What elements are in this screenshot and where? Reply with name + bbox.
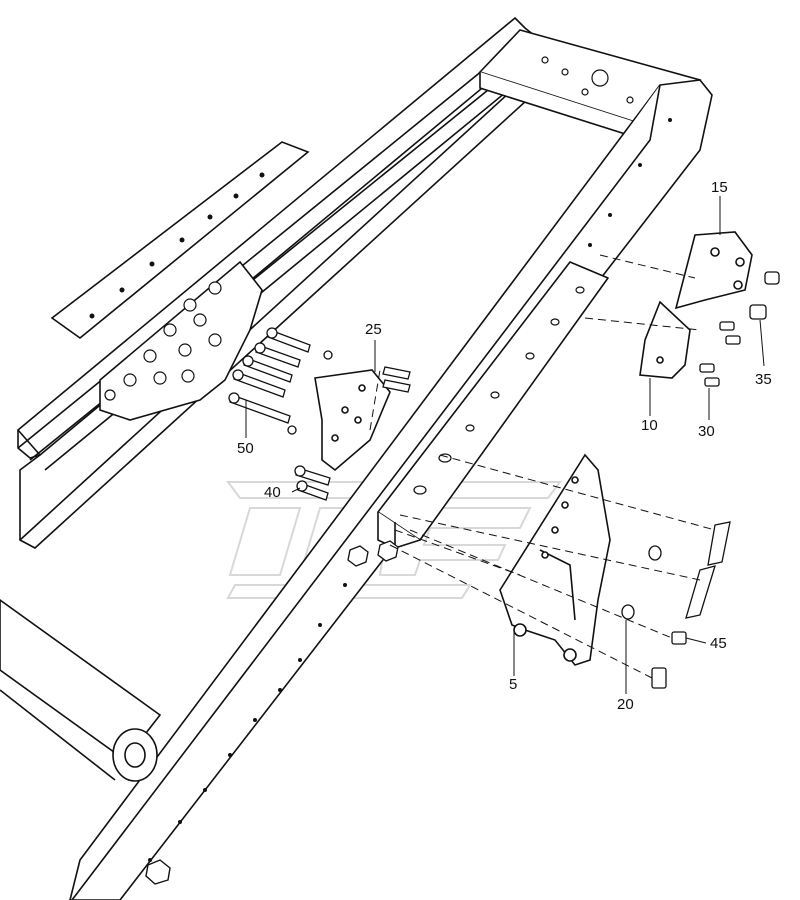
callout-10: 10 bbox=[641, 417, 658, 434]
gusset-strip-holes bbox=[89, 172, 265, 319]
callout-50: 50 bbox=[237, 440, 254, 457]
bolt-group-50 bbox=[228, 327, 333, 435]
bracket-25 bbox=[314, 369, 391, 472]
channel-holes bbox=[413, 286, 585, 495]
assembly-lines bbox=[369, 254, 716, 679]
bracket-15 bbox=[674, 231, 753, 310]
perforated-plate bbox=[99, 260, 263, 421]
cross-member-holes bbox=[541, 56, 634, 104]
bolts-30-35 bbox=[699, 271, 780, 387]
bolts-40 bbox=[294, 465, 331, 501]
callout-35: 35 bbox=[755, 371, 772, 388]
callout-20: 20 bbox=[617, 696, 634, 713]
clip-strips-45 bbox=[651, 521, 731, 689]
leader-lines bbox=[245, 196, 765, 694]
bottom-nut bbox=[145, 859, 171, 885]
bracket-10 bbox=[639, 300, 691, 379]
callout-25: 25 bbox=[365, 321, 382, 338]
reinforcement-channel bbox=[377, 261, 609, 549]
callout-5: 5 bbox=[509, 676, 518, 693]
sleeves-20 bbox=[621, 545, 662, 620]
channel-end-nuts bbox=[347, 540, 399, 567]
callout-40: 40 bbox=[264, 484, 281, 501]
callout-15: 15 bbox=[711, 179, 728, 196]
callout-45: 45 bbox=[710, 635, 727, 652]
callout-30: 30 bbox=[698, 423, 715, 440]
perforated-plate-holes bbox=[104, 281, 222, 401]
bolts-25 bbox=[382, 366, 411, 393]
lower-bushing bbox=[112, 728, 158, 782]
bracket-5 bbox=[499, 453, 611, 666]
